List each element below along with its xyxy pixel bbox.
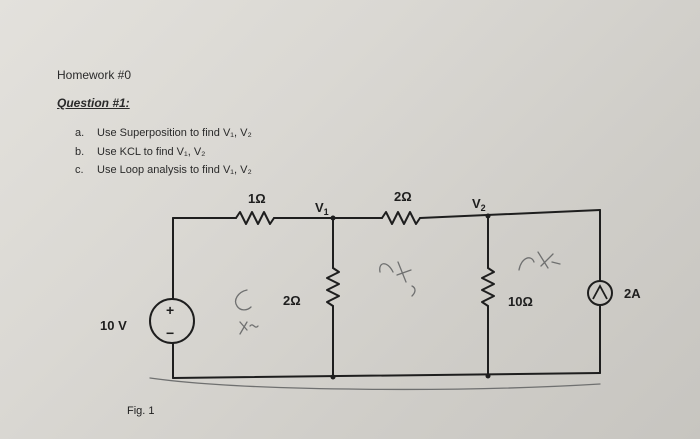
- resistor-2ohm-middle: [326, 267, 340, 307]
- item-text: Use Superposition to find V₁, V₂: [97, 127, 252, 139]
- node-v2-subscript: 2: [481, 203, 486, 213]
- node-v1-letter: V: [315, 200, 324, 215]
- resistor-1ohm: [235, 211, 275, 225]
- node-dot-v1: [330, 215, 336, 221]
- node-v2-letter: V: [472, 196, 481, 211]
- wire-top-right: [419, 209, 601, 219]
- pencil-loop-arrow-right: [518, 257, 535, 271]
- pencil-scribble-mid: [396, 261, 416, 297]
- plus-sign: +: [166, 302, 174, 318]
- node-v1-subscript: 1: [324, 207, 329, 217]
- current-arrow-icon: [592, 284, 608, 300]
- current-source-circle: [587, 280, 613, 306]
- question-title: Question #1:: [57, 96, 130, 110]
- pencil-loop-arrow-mid: [379, 263, 394, 273]
- label-r-top-right: 2Ω: [394, 189, 412, 204]
- figure-label: Fig. 1: [127, 405, 155, 417]
- pencil-bottom-loop: [149, 377, 601, 391]
- pencil-loop-arrow-left: [234, 289, 252, 311]
- question-item-c: c. Use Loop analysis to find V₁, V₂: [75, 164, 252, 176]
- pencil-scribble-left: [239, 321, 259, 335]
- item-marker: b.: [75, 146, 85, 158]
- item-text: Use KCL to find V₁, V₂: [97, 146, 206, 158]
- item-text: Use Loop analysis to find V₁, V₂: [97, 164, 252, 176]
- wire-bottom: [172, 372, 601, 379]
- label-r-right: 10Ω: [508, 294, 533, 309]
- label-voltage-source: 10 V: [100, 318, 127, 333]
- item-marker: c.: [75, 164, 84, 176]
- question-item-a: a. Use Superposition to find V₁, V₂: [75, 127, 252, 139]
- voltage-source-circle: [149, 298, 195, 344]
- label-node-v1: V1: [315, 200, 329, 217]
- label-r-middle: 2Ω: [283, 293, 301, 308]
- node-dot-bottom-mid: [330, 374, 336, 380]
- label-node-v2: V2: [472, 196, 486, 213]
- pencil-scribble-right: [537, 251, 561, 269]
- label-r-top-left: 1Ω: [248, 191, 266, 206]
- resistor-2ohm-top: [381, 211, 421, 225]
- question-item-b: b. Use KCL to find V₁, V₂: [75, 146, 205, 158]
- minus-sign: −: [166, 325, 174, 341]
- label-current-source: 2A: [624, 286, 641, 301]
- resistor-10ohm: [481, 267, 495, 307]
- item-marker: a.: [75, 127, 85, 139]
- homework-title: Homework #0: [57, 68, 132, 82]
- node-dot-bottom-right: [485, 373, 491, 379]
- pencil-annotations: [149, 251, 601, 391]
- node-dot-v2: [485, 213, 491, 219]
